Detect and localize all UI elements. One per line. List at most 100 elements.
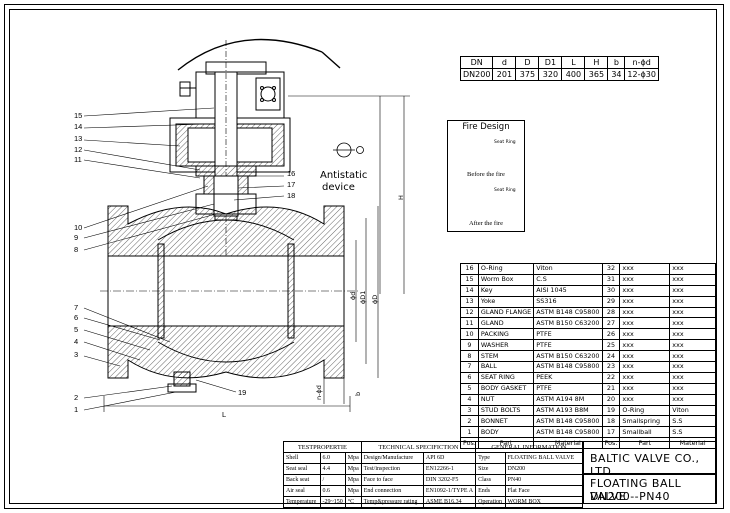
part-material: ASTM B148 C95800 [533, 415, 603, 428]
worm-box [195, 71, 285, 119]
valve-name: FLOATING BALL VALVE [590, 477, 682, 503]
callout-10: 10 [74, 223, 83, 232]
general-info-value: Flat Face [504, 485, 584, 497]
part-material: xxx [669, 295, 716, 308]
part-pos: 15 [460, 273, 479, 286]
part-name: BODY GASKET [477, 382, 535, 395]
part-pos: 14 [460, 284, 479, 297]
test-property-unit: Mpa [344, 452, 362, 464]
dim-header-cell: DN [459, 56, 494, 69]
tech-spec-value: EN1092-1/TYPE A [422, 485, 477, 497]
seat-ring-label-after: Seat Ring [494, 188, 516, 193]
part-pos: 29 [601, 295, 621, 308]
part-pos: 8 [460, 350, 479, 363]
part-pos: 17 [601, 426, 621, 439]
dim-label-d1: ϕD1 [359, 290, 367, 304]
part-pos: 3 [460, 404, 479, 417]
tech-spec-name: Design/Manufacture [360, 452, 424, 464]
valve-body-upper [107, 205, 345, 257]
before-fire-caption: Before the fire [467, 171, 505, 178]
test-property-unit: Mpa [344, 485, 362, 497]
part-material: C.S [533, 273, 603, 286]
test-property-value: 4.4 [319, 463, 346, 475]
part-material: xxx [669, 263, 716, 275]
callout-17: 17 [287, 180, 296, 189]
part-material: xxx [669, 350, 716, 363]
seat-ring-right [287, 243, 295, 339]
part-name: xxx [619, 328, 671, 341]
general-info-name: Size [475, 463, 506, 475]
part-material: xxx [669, 317, 716, 330]
part-name: xxx [619, 273, 671, 286]
part-material: AISI 1045 [533, 284, 603, 297]
part-material: xxx [669, 284, 716, 297]
callout-16: 16 [287, 169, 296, 178]
part-name: GLAND [477, 317, 535, 330]
part-pos: 28 [601, 306, 621, 319]
general-info-header: TESTPROPERTIE TECHNICAL SPECIFICTION GEN… [283, 441, 583, 453]
general-info-value: FLOATING BALL VALVE [504, 452, 584, 464]
general-info-value: DN200 [504, 463, 584, 475]
part-name: SEAT RING [477, 371, 535, 384]
callout-4: 4 [74, 337, 79, 346]
callout-2: 2 [74, 393, 79, 402]
dim-label-l: L [222, 410, 227, 419]
part-pos: 6 [460, 371, 479, 384]
part-name: Key [477, 284, 535, 297]
seat-ring-left [157, 243, 165, 339]
part-pos: 19 [601, 404, 621, 417]
part-material: xxx [669, 339, 716, 352]
test-property-name: Seat seal [283, 463, 321, 475]
part-name: NUT [477, 393, 535, 406]
part-name: xxx [619, 361, 671, 373]
part-pos: 12 [460, 306, 479, 319]
part-name: xxx [619, 306, 671, 319]
part-material: ASTM B150 C63200 [533, 350, 603, 363]
test-properties-header: TESTPROPERTIE [283, 441, 362, 453]
dim-cell: 375 [515, 68, 540, 81]
part-pos: 18 [601, 415, 621, 428]
part-material: PEEK [533, 371, 603, 384]
yoke [169, 117, 291, 173]
part-name: xxx [619, 382, 671, 395]
callout-19: 19 [238, 388, 247, 397]
part-name: xxx [619, 284, 671, 297]
general-information-header: GENERAL INFORMATION [475, 441, 583, 453]
part-material: ASTM B148 C95800 [533, 426, 603, 439]
part-material: xxx [669, 371, 716, 384]
bore [107, 255, 345, 327]
part-name: GLAND FLANGE [477, 306, 535, 319]
tech-spec-value: DIN 3202-F5 [422, 474, 477, 486]
part-material: xxx [669, 273, 716, 286]
handwheel-arc [177, 38, 323, 71]
callout-15: 15 [74, 111, 83, 120]
callout-1: 1 [74, 405, 79, 414]
callout-18: 18 [287, 191, 296, 200]
tech-spec-value: ASME B16.34 [422, 496, 477, 508]
part-pos: 24 [601, 350, 621, 363]
part-material: ASTM B148 C95800 [533, 361, 603, 373]
dim-header-cell: b [607, 56, 626, 69]
dim-label-b: b [354, 391, 362, 396]
part-pos: 23 [601, 361, 621, 373]
part-pos: 11 [460, 317, 479, 330]
tech-spec-value: EN12266-1 [422, 463, 477, 475]
dim-label-d-outer: ϕD [371, 294, 379, 304]
callout-6: 6 [74, 313, 79, 322]
part-pos: 13 [460, 295, 479, 308]
callout-12: 12 [74, 145, 83, 154]
part-pos: 32 [601, 263, 621, 275]
part-material: xxx [669, 382, 716, 395]
part-material: PTFE [533, 382, 603, 395]
